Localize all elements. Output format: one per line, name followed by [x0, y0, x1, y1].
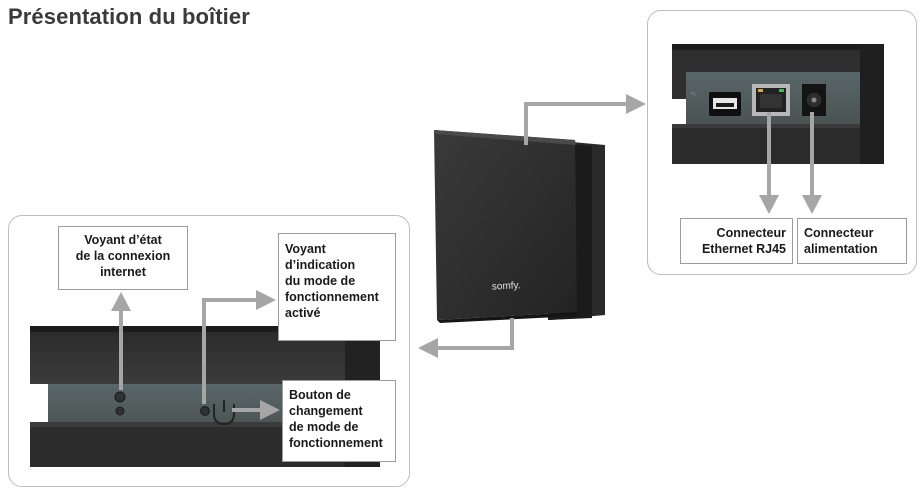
label-ethernet: Connecteur Ethernet RJ45: [680, 218, 793, 264]
arrowheads: [111, 94, 822, 420]
svg-text:⇆: ⇆: [690, 91, 696, 98]
rj45-port-icon: [752, 84, 790, 116]
label-alimentation: Connecteur alimentation: [797, 218, 907, 264]
somfy-logo: somfy.: [492, 280, 521, 292]
label-bouton-mode: Bouton de changement de mode de fonction…: [282, 380, 396, 462]
usb-port-icon: [709, 92, 741, 116]
arrow-to-back: [524, 102, 630, 145]
mode-led-icon: [200, 406, 210, 416]
back-connectors-closeup: ⇆: [672, 44, 884, 164]
power-jack-icon: [802, 84, 826, 116]
arrows: [119, 102, 814, 412]
internet-status-led-icon: [114, 391, 126, 416]
arrow-to-front: [434, 318, 514, 350]
label-voyant-internet: Voyant d’état de la connexion internet: [58, 226, 188, 290]
somfy-box-image: [434, 130, 605, 323]
arrow-mode-led: [202, 298, 258, 404]
page-title: Présentation du boîtier: [8, 4, 250, 29]
label-voyant-mode: Voyant d’indication du mode de fonctionn…: [278, 233, 396, 341]
mode-button-icon: [213, 400, 235, 426]
